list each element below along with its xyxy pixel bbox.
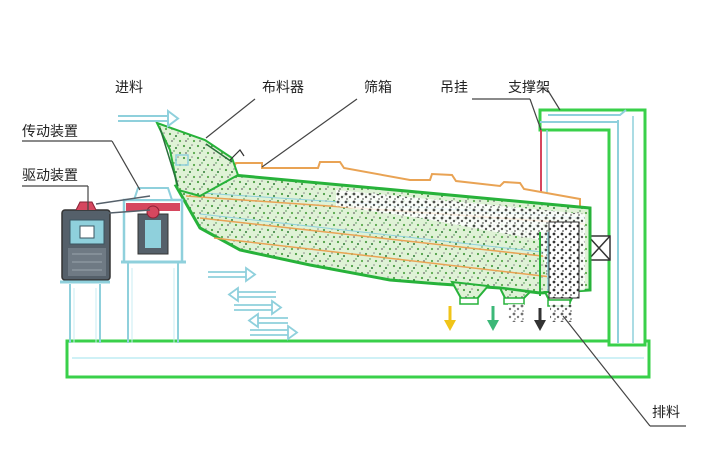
output-arrow-yellow bbox=[444, 306, 456, 331]
screen-inner-lines bbox=[539, 232, 549, 296]
discharge-column bbox=[548, 221, 580, 299]
transmission-device bbox=[121, 187, 186, 343]
drive-device bbox=[60, 201, 111, 343]
label-distributor: 布料器 bbox=[262, 80, 304, 96]
label-screen-box: 筛箱 bbox=[364, 80, 392, 96]
screen-box bbox=[173, 172, 592, 295]
label-discharge: 排料 bbox=[652, 405, 680, 421]
distributor bbox=[155, 121, 245, 198]
airflow-arrows bbox=[208, 266, 299, 341]
output-arrow-green bbox=[487, 306, 499, 331]
falling-particles bbox=[508, 304, 572, 322]
label-support-frame: 支撑架 bbox=[508, 80, 550, 96]
feed-arrow bbox=[118, 109, 180, 128]
base-frame bbox=[65, 339, 651, 379]
leader-lines bbox=[22, 88, 686, 427]
label-transmission: 传动装置 bbox=[22, 124, 78, 140]
label-hanger: 吊挂 bbox=[440, 80, 468, 96]
label-drive: 驱动装置 bbox=[22, 168, 78, 184]
output-arrow-dark bbox=[534, 308, 546, 331]
drive-belt bbox=[95, 195, 151, 215]
label-feed: 进料 bbox=[115, 80, 143, 96]
